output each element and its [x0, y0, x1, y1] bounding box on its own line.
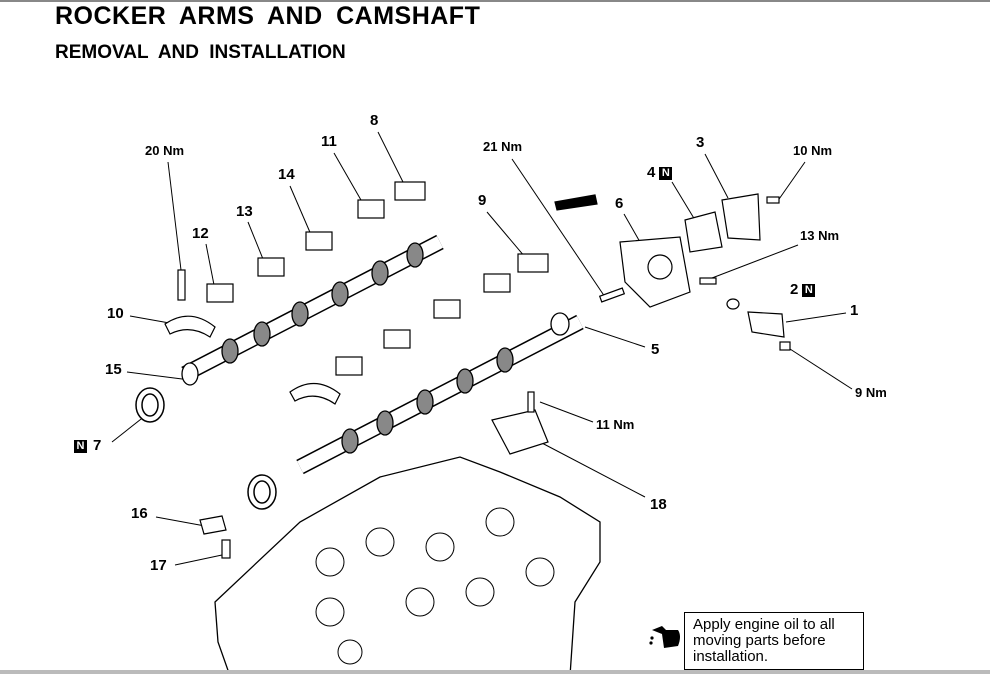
- callout-1: 1: [850, 302, 859, 319]
- callout-21nm: 21 Nm: [483, 139, 523, 154]
- callout-17: 17: [150, 557, 167, 574]
- callout-13nm: 13 Nm: [800, 228, 840, 243]
- callout-18: 18: [650, 496, 667, 513]
- cylinder-head-detail: [315, 507, 555, 665]
- callout-15: 15: [105, 361, 122, 378]
- callout-4-number: 4: [647, 164, 656, 181]
- callout-11: 11: [321, 133, 337, 150]
- callout-13: 13: [236, 203, 253, 220]
- callout-10: 10: [107, 305, 124, 322]
- callout-9: 9: [478, 192, 487, 209]
- callout-16: 16: [131, 505, 148, 522]
- page-title: ROCKER ARMS AND CAMSHAFT: [55, 2, 481, 30]
- oil-seals: [135, 387, 277, 510]
- page-subtitle: REMOVAL AND INSTALLATION: [55, 42, 346, 63]
- callout-3: 3: [696, 134, 705, 151]
- callout-5: 5: [651, 341, 660, 358]
- page-bottom-edge: [0, 670, 990, 674]
- callout-6: 6: [615, 195, 624, 212]
- callout-11nm: 11 Nm: [596, 417, 635, 432]
- intake-camshaft: [181, 234, 444, 386]
- engine-oil-note: Apply engine oil to all moving parts bef…: [684, 612, 864, 670]
- new-part-icon: N: [659, 167, 673, 180]
- callout-9nm: 9 Nm: [855, 385, 887, 400]
- new-part-icon: N: [74, 440, 87, 453]
- oil-can-icon: [649, 626, 680, 648]
- callout-2-number: 2: [790, 281, 799, 298]
- callout-12: 12: [192, 225, 209, 242]
- callout-8: 8: [370, 112, 379, 129]
- bearing-caps: [164, 181, 549, 405]
- callout-20nm: 20 Nm: [145, 143, 185, 158]
- exhaust-camshaft: [296, 312, 584, 475]
- callout-10nm: 10 Nm: [793, 143, 833, 158]
- cylinder-head: [214, 456, 601, 674]
- callout-14: 14: [278, 166, 295, 183]
- new-part-icon: N: [802, 284, 816, 297]
- small-parts: [177, 193, 791, 559]
- callout-7-number: 7: [93, 437, 102, 454]
